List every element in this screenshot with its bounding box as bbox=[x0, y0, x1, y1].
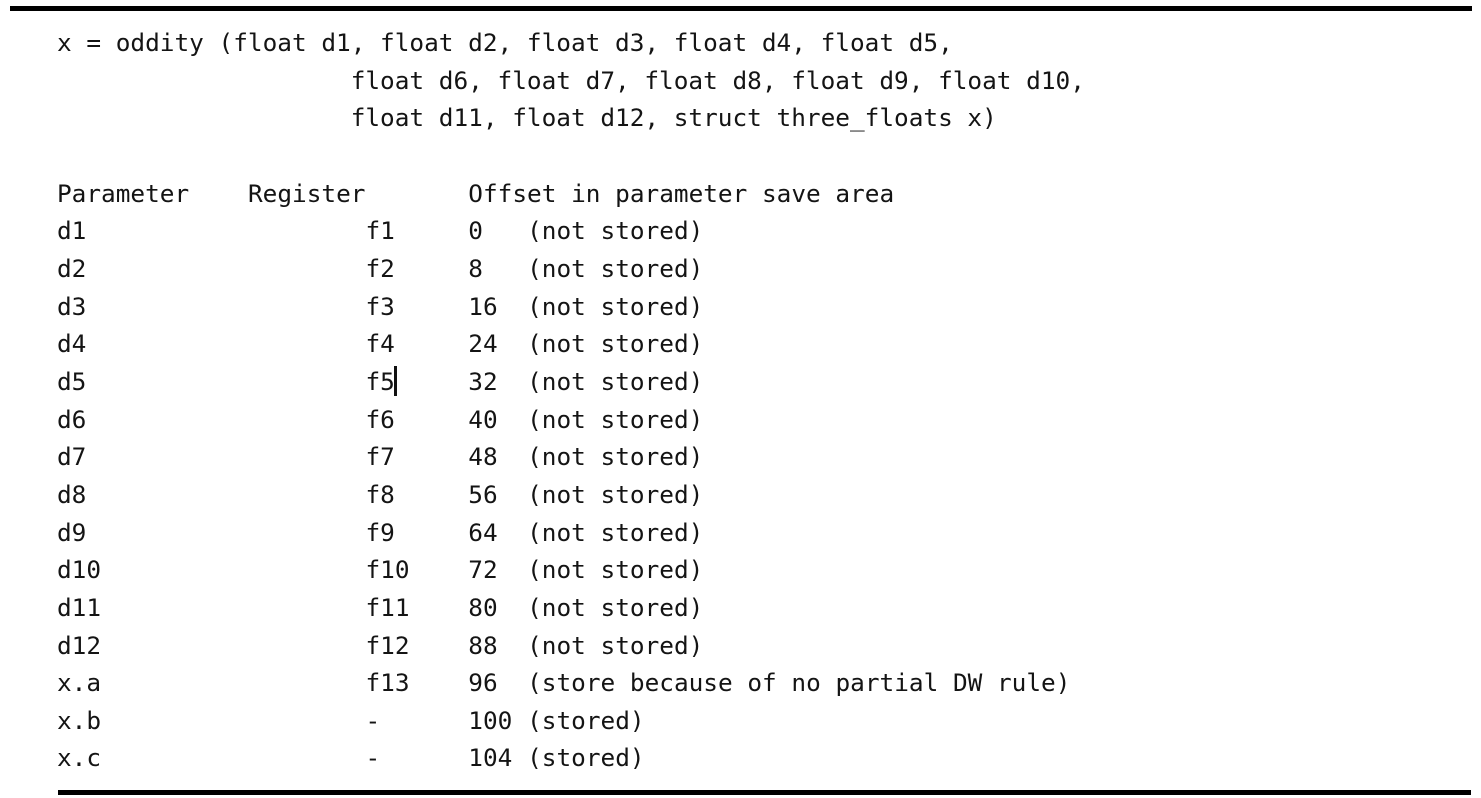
column-header-parameter: Parameter bbox=[57, 178, 190, 208]
cell-note: (not stored) bbox=[527, 366, 704, 396]
cell-offset: 104 bbox=[468, 743, 513, 773]
cell-note: (stored) bbox=[527, 705, 645, 735]
cell-offset: 88 bbox=[468, 630, 498, 660]
cell-offset: 56 bbox=[468, 479, 498, 509]
cell-parameter: d7 bbox=[57, 442, 87, 472]
cell-parameter: d3 bbox=[57, 291, 87, 321]
cell-offset: 48 bbox=[468, 442, 498, 472]
table-row: d5 f5 32 (not stored) bbox=[57, 363, 1085, 401]
table-row: d12 f12 88 (not stored) bbox=[57, 627, 1085, 665]
cell-parameter: x.c bbox=[57, 743, 102, 773]
table-row: d7 f7 48 (not stored) bbox=[57, 438, 1085, 476]
table-row: d11 f11 80 (not stored) bbox=[57, 589, 1085, 627]
code-line-2: float d6, float d7, float d8, float d9, … bbox=[57, 65, 1085, 95]
cell-register: f7 bbox=[365, 442, 395, 472]
cell-note: (store because of no partial DW rule) bbox=[527, 668, 1071, 698]
cell-parameter: d5 bbox=[57, 366, 87, 396]
cell-register: f5 bbox=[365, 366, 395, 396]
table-header-row: Parameter Register Offset in parameter s… bbox=[57, 175, 1085, 213]
function-signature: x = oddity (float d1, float d2, float d3… bbox=[57, 24, 1085, 137]
cell-parameter: d11 bbox=[57, 592, 102, 622]
cell-offset: 40 bbox=[468, 404, 498, 434]
table-body: d1 f1 0 (not stored) d2 f2 8 (not stored… bbox=[57, 212, 1085, 777]
cell-offset: 100 bbox=[468, 705, 513, 735]
cell-register: f2 bbox=[365, 253, 395, 283]
cell-parameter: d12 bbox=[57, 630, 102, 660]
cell-note: (not stored) bbox=[527, 555, 704, 585]
table-row: d2 f2 8 (not stored) bbox=[57, 250, 1085, 288]
cell-note: (not stored) bbox=[527, 517, 704, 547]
table-row: d1 f1 0 (not stored) bbox=[57, 212, 1085, 250]
cell-offset: 24 bbox=[468, 329, 498, 359]
cell-parameter: d10 bbox=[57, 555, 102, 585]
table-row: x.b - 100 (stored) bbox=[57, 702, 1085, 740]
cell-offset: 96 bbox=[468, 668, 498, 698]
table-row: x.a f13 96 (store because of no partial … bbox=[57, 664, 1085, 702]
blank-line bbox=[57, 137, 1085, 175]
cell-note: (not stored) bbox=[527, 404, 704, 434]
cell-offset: 64 bbox=[468, 517, 498, 547]
cell-register: f3 bbox=[365, 291, 395, 321]
cell-note: (not stored) bbox=[527, 442, 704, 472]
cell-register: f11 bbox=[365, 592, 410, 622]
cell-register: - bbox=[365, 743, 381, 773]
cell-register: f8 bbox=[365, 479, 395, 509]
table-row: d8 f8 56 (not stored) bbox=[57, 476, 1085, 514]
cell-register: f6 bbox=[365, 404, 395, 434]
top-rule bbox=[10, 6, 1472, 11]
column-header-register: Register bbox=[248, 178, 366, 208]
cell-parameter: d1 bbox=[57, 216, 87, 246]
cell-offset: 16 bbox=[468, 291, 498, 321]
cell-parameter: d6 bbox=[57, 404, 87, 434]
table-row: d4 f4 24 (not stored) bbox=[57, 325, 1085, 363]
figure-content: x = oddity (float d1, float d2, float d3… bbox=[57, 24, 1085, 777]
cell-register: f13 bbox=[365, 668, 410, 698]
cell-note: (not stored) bbox=[527, 329, 704, 359]
table-row: d9 f9 64 (not stored) bbox=[57, 514, 1085, 552]
cell-offset: 80 bbox=[468, 592, 498, 622]
cell-register: - bbox=[365, 705, 381, 735]
cell-parameter: d9 bbox=[57, 517, 87, 547]
cell-register: f4 bbox=[365, 329, 395, 359]
cell-offset: 8 bbox=[468, 253, 483, 283]
cell-parameter: d2 bbox=[57, 253, 87, 283]
cell-register: f9 bbox=[365, 517, 395, 547]
cell-note: (not stored) bbox=[527, 216, 704, 246]
cell-note: (not stored) bbox=[527, 479, 704, 509]
text-cursor bbox=[394, 366, 397, 396]
cell-register: f12 bbox=[365, 630, 410, 660]
code-line-3: float d11, float d12, struct three_float… bbox=[57, 103, 997, 133]
cell-parameter: d4 bbox=[57, 329, 87, 359]
cell-parameter: x.b bbox=[57, 705, 102, 735]
cell-offset: 32 bbox=[468, 366, 498, 396]
code-line-1: x = oddity (float d1, float d2, float d3… bbox=[57, 28, 953, 57]
cell-register: f1 bbox=[365, 216, 395, 246]
table-row: d10 f10 72 (not stored) bbox=[57, 551, 1085, 589]
cell-note: (stored) bbox=[527, 743, 645, 773]
cell-parameter: d8 bbox=[57, 479, 87, 509]
bottom-rule bbox=[58, 790, 1471, 795]
cell-note: (not stored) bbox=[527, 630, 704, 660]
cell-offset: 72 bbox=[468, 555, 498, 585]
cell-note: (not stored) bbox=[527, 592, 704, 622]
table-row: x.c - 104 (stored) bbox=[57, 739, 1085, 777]
cell-offset: 0 bbox=[468, 216, 483, 246]
table-row: d3 f3 16 (not stored) bbox=[57, 288, 1085, 326]
cell-parameter: x.a bbox=[57, 668, 102, 698]
table-row: d6 f6 40 (not stored) bbox=[57, 401, 1085, 439]
cell-note: (not stored) bbox=[527, 253, 704, 283]
cell-register: f10 bbox=[365, 555, 410, 585]
cell-note: (not stored) bbox=[527, 291, 704, 321]
column-header-offset: Offset in parameter save area bbox=[468, 178, 895, 208]
